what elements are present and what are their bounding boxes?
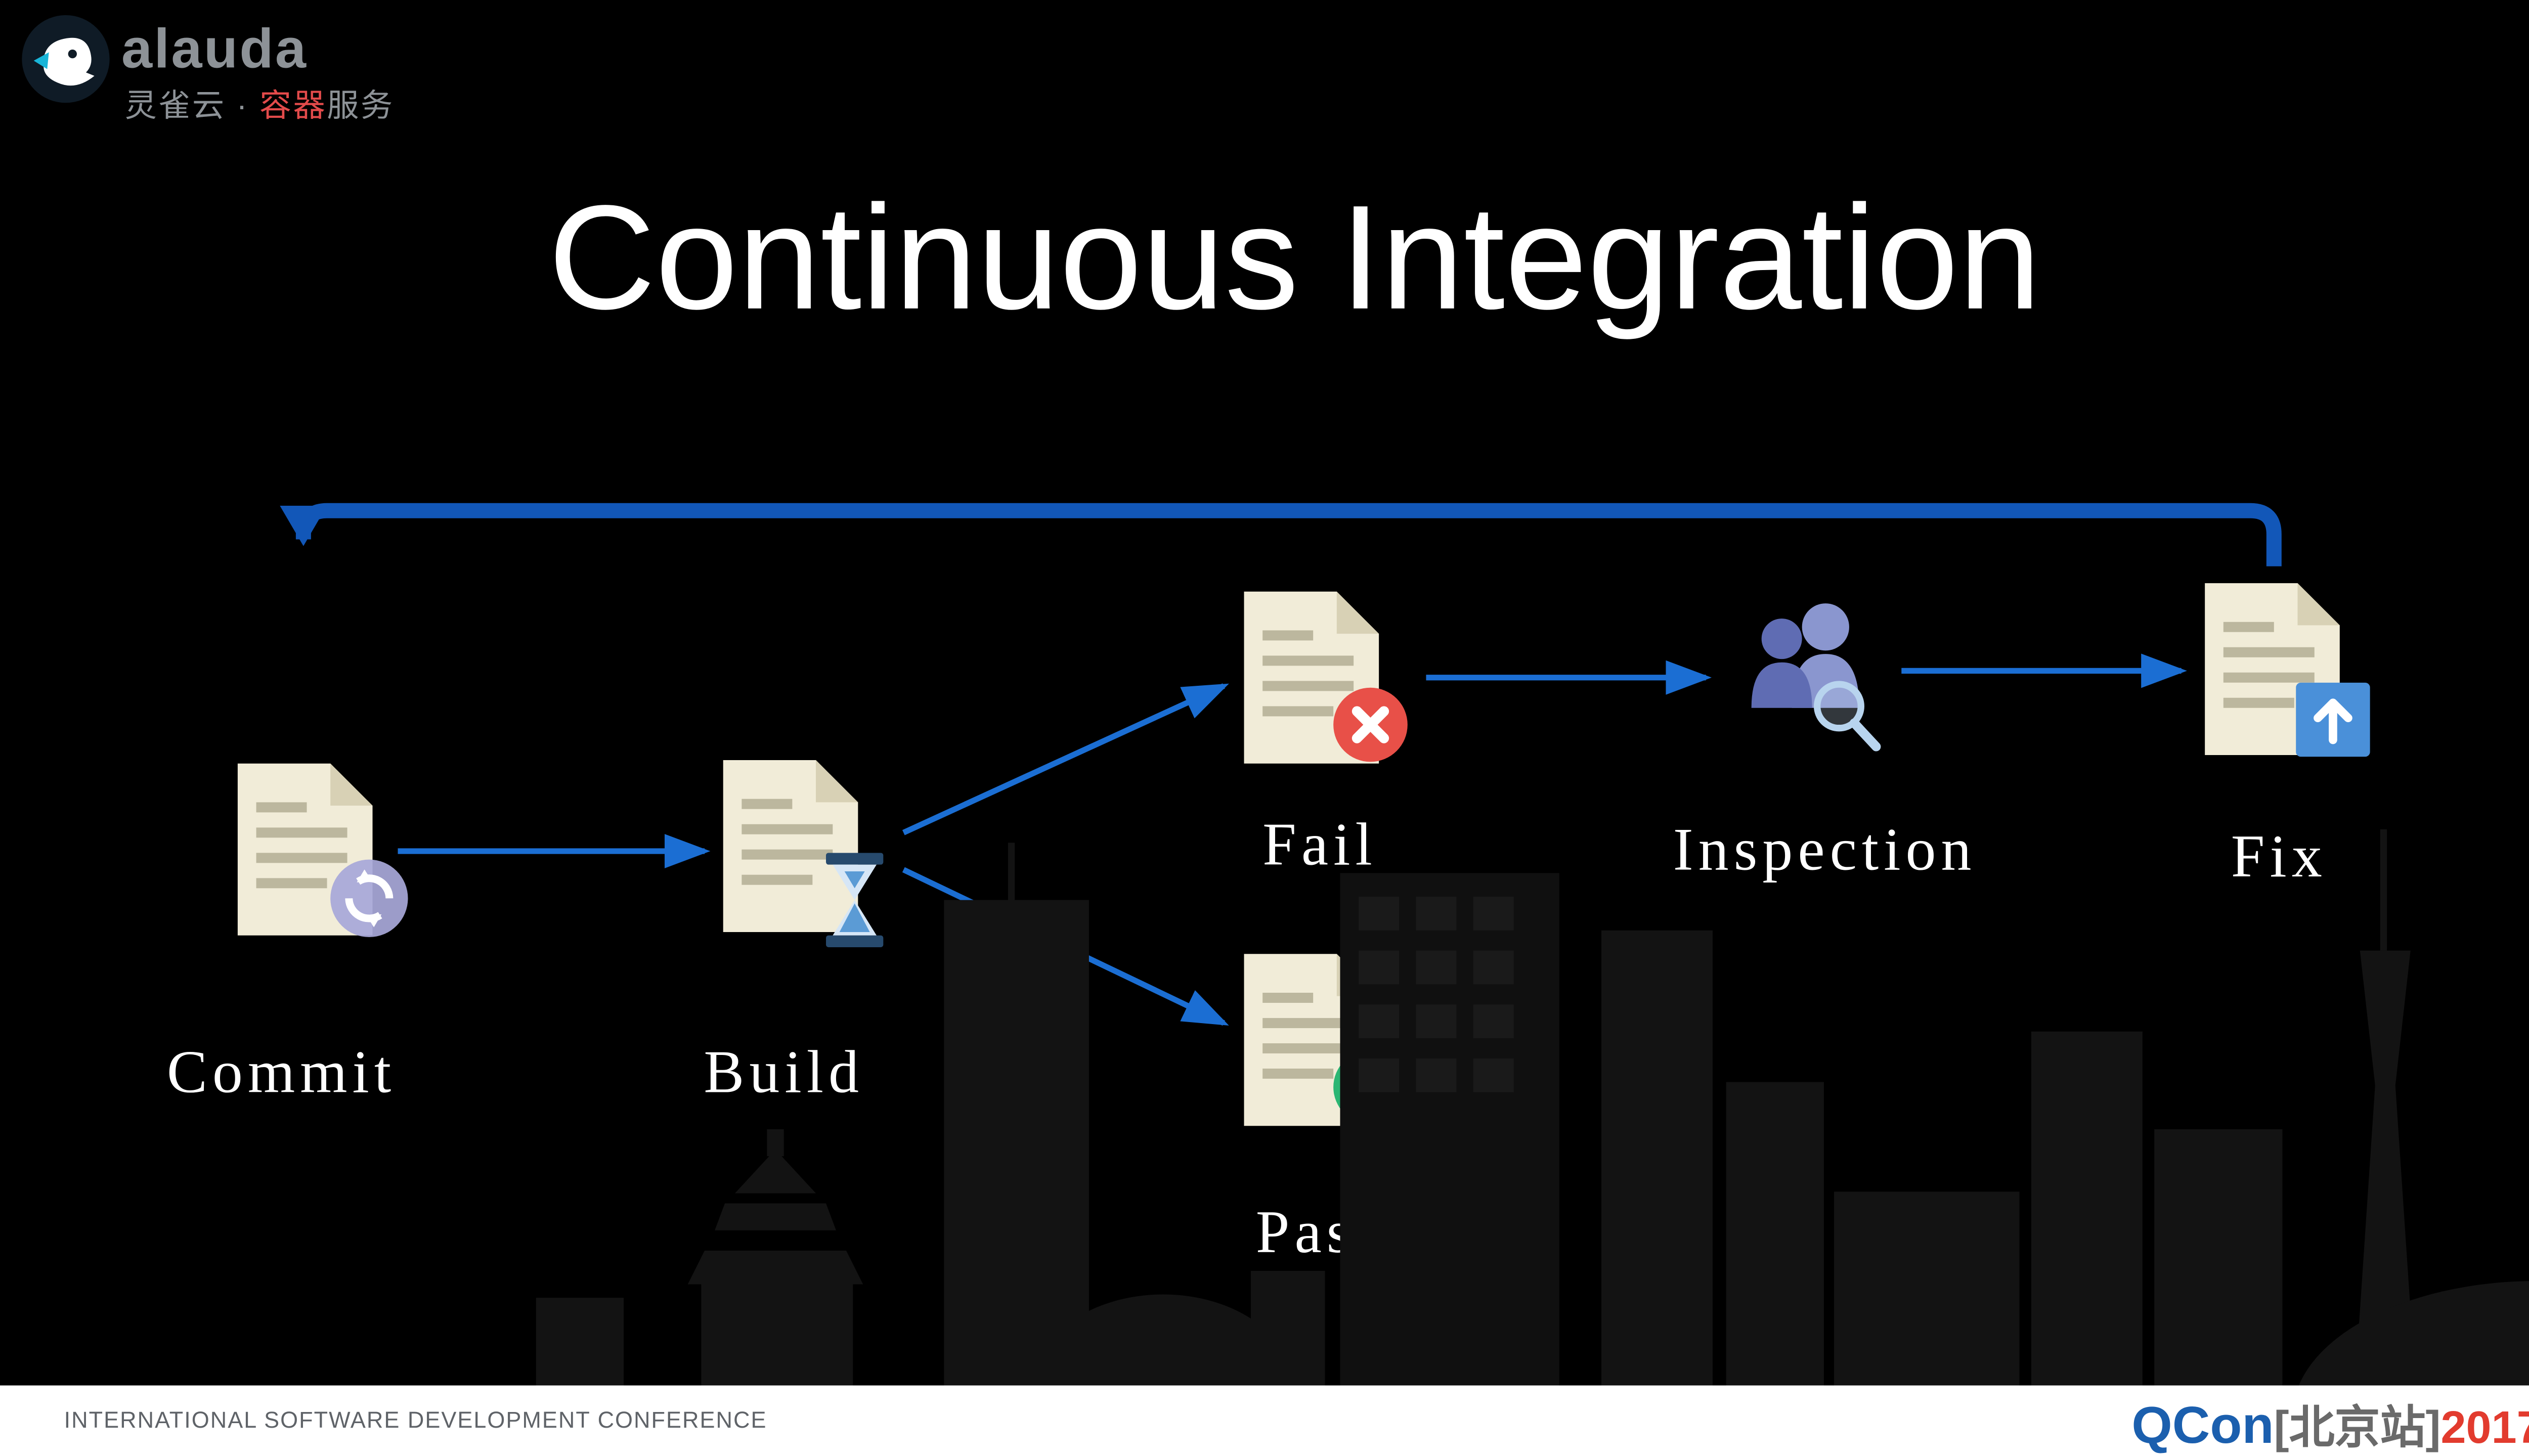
fail-badge-icon bbox=[1333, 687, 1408, 762]
node-label-inspection: Inspection bbox=[1673, 816, 1977, 884]
alauda-subtitle-part3: 服务 bbox=[327, 89, 395, 125]
node-label-fix: Fix bbox=[2231, 822, 2327, 890]
loop-arrow bbox=[280, 503, 2282, 566]
inspection-people-icon bbox=[1751, 603, 1881, 752]
node-build bbox=[721, 759, 924, 952]
footer-bar: INTERNATIONAL SOFTWARE DEVELOPMENT CONFE… bbox=[0, 1385, 2529, 1456]
alauda-bird-icon bbox=[22, 15, 110, 103]
node-inspection bbox=[1728, 593, 1896, 762]
fix-upload-icon bbox=[2296, 682, 2370, 757]
arrow-build-fail bbox=[902, 683, 1229, 835]
alauda-wordmark: alauda bbox=[121, 17, 308, 79]
node-fix bbox=[2203, 582, 2389, 767]
sync-icon bbox=[330, 859, 408, 937]
alauda-subtitle: 灵雀云 · 容器服务 bbox=[125, 81, 395, 126]
node-label-build: Build bbox=[704, 1038, 864, 1106]
alauda-subtitle-part1: 灵雀云 · bbox=[124, 89, 259, 125]
city-skyline bbox=[536, 829, 2529, 1386]
magnifier-icon bbox=[1813, 681, 1881, 752]
qcon-logo: QCon[北京站]2017 bbox=[2131, 1390, 2529, 1456]
alauda-subtitle-part2: 容器 bbox=[259, 89, 327, 125]
node-label-commit: Commit bbox=[166, 1038, 397, 1106]
node-commit bbox=[236, 762, 439, 947]
conference-name: INTERNATIONAL SOFTWARE DEVELOPMENT CONFE… bbox=[64, 1407, 767, 1433]
node-label-fail: Fail bbox=[1262, 811, 1377, 878]
page-title: Continuous Integration bbox=[548, 173, 2041, 341]
hourglass-icon bbox=[826, 853, 884, 947]
qcon-location: [北京站] bbox=[2274, 1402, 2441, 1453]
qcon-year: 2017 bbox=[2440, 1402, 2529, 1453]
node-fail bbox=[1242, 590, 1428, 775]
qcon-brand: QCon bbox=[2131, 1395, 2274, 1455]
